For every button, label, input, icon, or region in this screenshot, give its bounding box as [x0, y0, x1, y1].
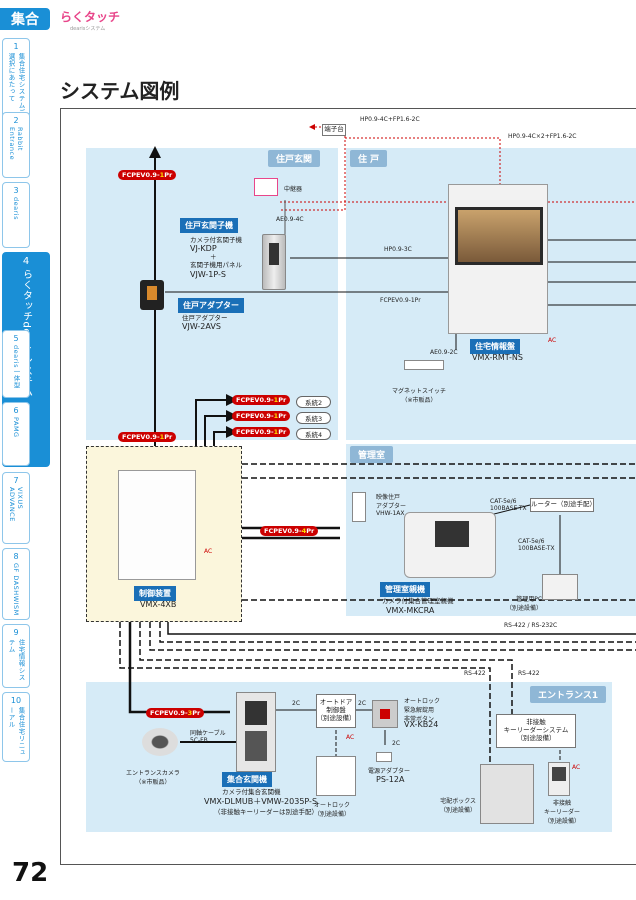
label-hp-top: HP0.9-4C+FP1.6-2C: [360, 116, 420, 123]
autolock-button-model: VX-KB24: [404, 720, 439, 729]
label-ae-2c: AE0.9-2C: [430, 349, 458, 356]
zone-juko-label: 住 戸: [350, 150, 388, 167]
shugo-genkan-note: （非接触キーリーダーは別途手配）: [214, 808, 318, 816]
zone-genkan-label: 住戸玄関: [268, 150, 321, 167]
label-fcpev-1pr: FCPEV0.9-1Pr: [380, 297, 421, 304]
shugo-genkan-title: 集合玄関機: [222, 772, 272, 787]
cable-tag-sys2: FCPEV0.9-1Pr: [232, 395, 291, 405]
adapter-device: [140, 280, 164, 310]
page-number: 72: [12, 858, 49, 888]
control-title: 制御装置: [134, 586, 176, 601]
cable-tag-kanri: FCPEV0.9-4Pr: [260, 526, 319, 536]
genkan-slave-title: 住戸玄関子機: [180, 218, 238, 233]
control-device: [118, 470, 196, 580]
label-rs422-232: RS-422 / RS-232C: [504, 622, 558, 629]
shugo-genkan-model: VMX-DLMUB＋VMW-2035P-S: [204, 797, 318, 806]
cable-tag-sys3: FCPEV0.9-1Pr: [232, 411, 291, 421]
logo: らくタッチ dearisシステム: [60, 10, 121, 32]
label-power: 電源アダプター: [368, 768, 411, 775]
power-model: PS-12A: [376, 775, 405, 784]
pc-device: [542, 574, 578, 600]
label-cat-a: CAT-5e/6 100BASE-TX: [490, 498, 527, 512]
zone-kanri-label: 管理室: [350, 446, 394, 463]
label-ac-control: AC: [204, 548, 213, 555]
label-ae-4c: AE0.9-4C: [276, 216, 304, 223]
keyreader-device: [548, 762, 570, 796]
label-2c-a: 2C: [292, 700, 301, 707]
label-2c-b: 2C: [358, 700, 367, 707]
control-model: VMX-4XB: [140, 600, 177, 609]
label-autolock-button: オートロック 緊急解錠用 非常ボタン: [404, 698, 441, 723]
relay-box: [254, 178, 278, 196]
autodoor-box: オートドア 制御盤 （別途設備）: [316, 694, 356, 728]
label-autolock: オートロック （別途設備）: [314, 802, 351, 818]
label-hp-right: HP0.9-4C×2+FP1.6-2C: [508, 133, 577, 140]
router-box: ルーター（別途手配）: [530, 498, 596, 512]
delivery-box-device: [480, 764, 534, 824]
adapter-desc: 住戸アダプター: [182, 314, 228, 322]
section-badge: 集合: [0, 8, 50, 30]
label-rs422-b: RS-422: [518, 670, 540, 677]
info-panel-model: VMX-RMT-NS: [472, 353, 523, 362]
cable-tag-sys4: FCPEV0.9-1Pr: [232, 427, 291, 437]
cable-tag-mid: FCPEV0.9-1Pr: [118, 432, 177, 442]
label-pc: 管理用PC （別途設備）: [506, 596, 543, 612]
system-4: 系統4: [296, 428, 332, 440]
label-eizo-adapter: 映像住戸 アダプター VHW-1AX: [376, 494, 407, 517]
genkan-slave-text: カメラ付玄関子機 VJ-KDP ＋ 玄関子機用パネル VJW-1P-S: [190, 236, 242, 279]
label-2c-c: 2C: [392, 740, 401, 747]
label-cat-b: CAT-5e/6 100BASE-TX: [518, 538, 555, 552]
power-adapter-device: [376, 752, 392, 762]
system-3: 系統3: [296, 412, 332, 424]
kanri-master-title: 管理室親機: [380, 582, 430, 597]
eizo-adapter-device: [352, 492, 366, 522]
label-magnet: マグネットスイッチ （※市販品）: [392, 388, 447, 404]
zone-entrance-label: エントランス1: [530, 686, 607, 703]
label-camera: エントランスカメラ （※市販品）: [126, 770, 180, 786]
page-title: システム図例: [60, 79, 180, 103]
label-coax: 同軸ケーブル 5C-FB: [190, 730, 226, 744]
label-relay: 中継器: [284, 186, 303, 193]
autolock-door: [316, 756, 356, 796]
shugo-genkan-device: [236, 692, 276, 772]
adapter-title: 住戸アダプター: [178, 298, 244, 313]
kanri-master-device: [404, 512, 496, 578]
label-delivery-box: 宅配ボックス （別途設備）: [440, 798, 477, 814]
autolock-button-device: [372, 700, 398, 728]
info-panel-title: 住宅情報盤: [470, 339, 520, 354]
label-ac-panel: AC: [548, 337, 557, 344]
label-rs422-a: RS-422: [464, 670, 486, 677]
info-panel-screen: [458, 210, 540, 262]
info-panel-device: [448, 184, 548, 334]
cable-tag-entrance: FCPEV0.9-3Pr: [146, 708, 205, 718]
label-ac-keyreader: AC: [572, 764, 581, 771]
zone-genkan: [86, 148, 338, 440]
keyless-system-box: 非接触 キーリーダーシステム （別途設備）: [496, 714, 576, 748]
genkan-slave-device: [262, 234, 286, 290]
adapter-model: VJW-2AVS: [182, 322, 221, 331]
kanri-master-desc: カメラ付集合管理室親機: [382, 597, 454, 605]
cable-tag-up: FCPEV0.9-1Pr: [118, 170, 177, 180]
magnet-switch: [404, 360, 444, 370]
diagram-frame: [60, 108, 636, 865]
shugo-genkan-desc: カメラ付集合玄関機: [222, 788, 281, 796]
terminal-block: 端子台: [322, 124, 346, 136]
label-hp-3c: HP0.9-3C: [384, 246, 412, 253]
entrance-camera: [142, 728, 178, 756]
label-keyreader: 非接触 キーリーダー （別途設備）: [544, 800, 581, 825]
system-2: 系統2: [296, 396, 332, 408]
kanri-master-model: VMX-MKCRA: [386, 606, 435, 615]
label-ac-door: AC: [346, 734, 355, 741]
